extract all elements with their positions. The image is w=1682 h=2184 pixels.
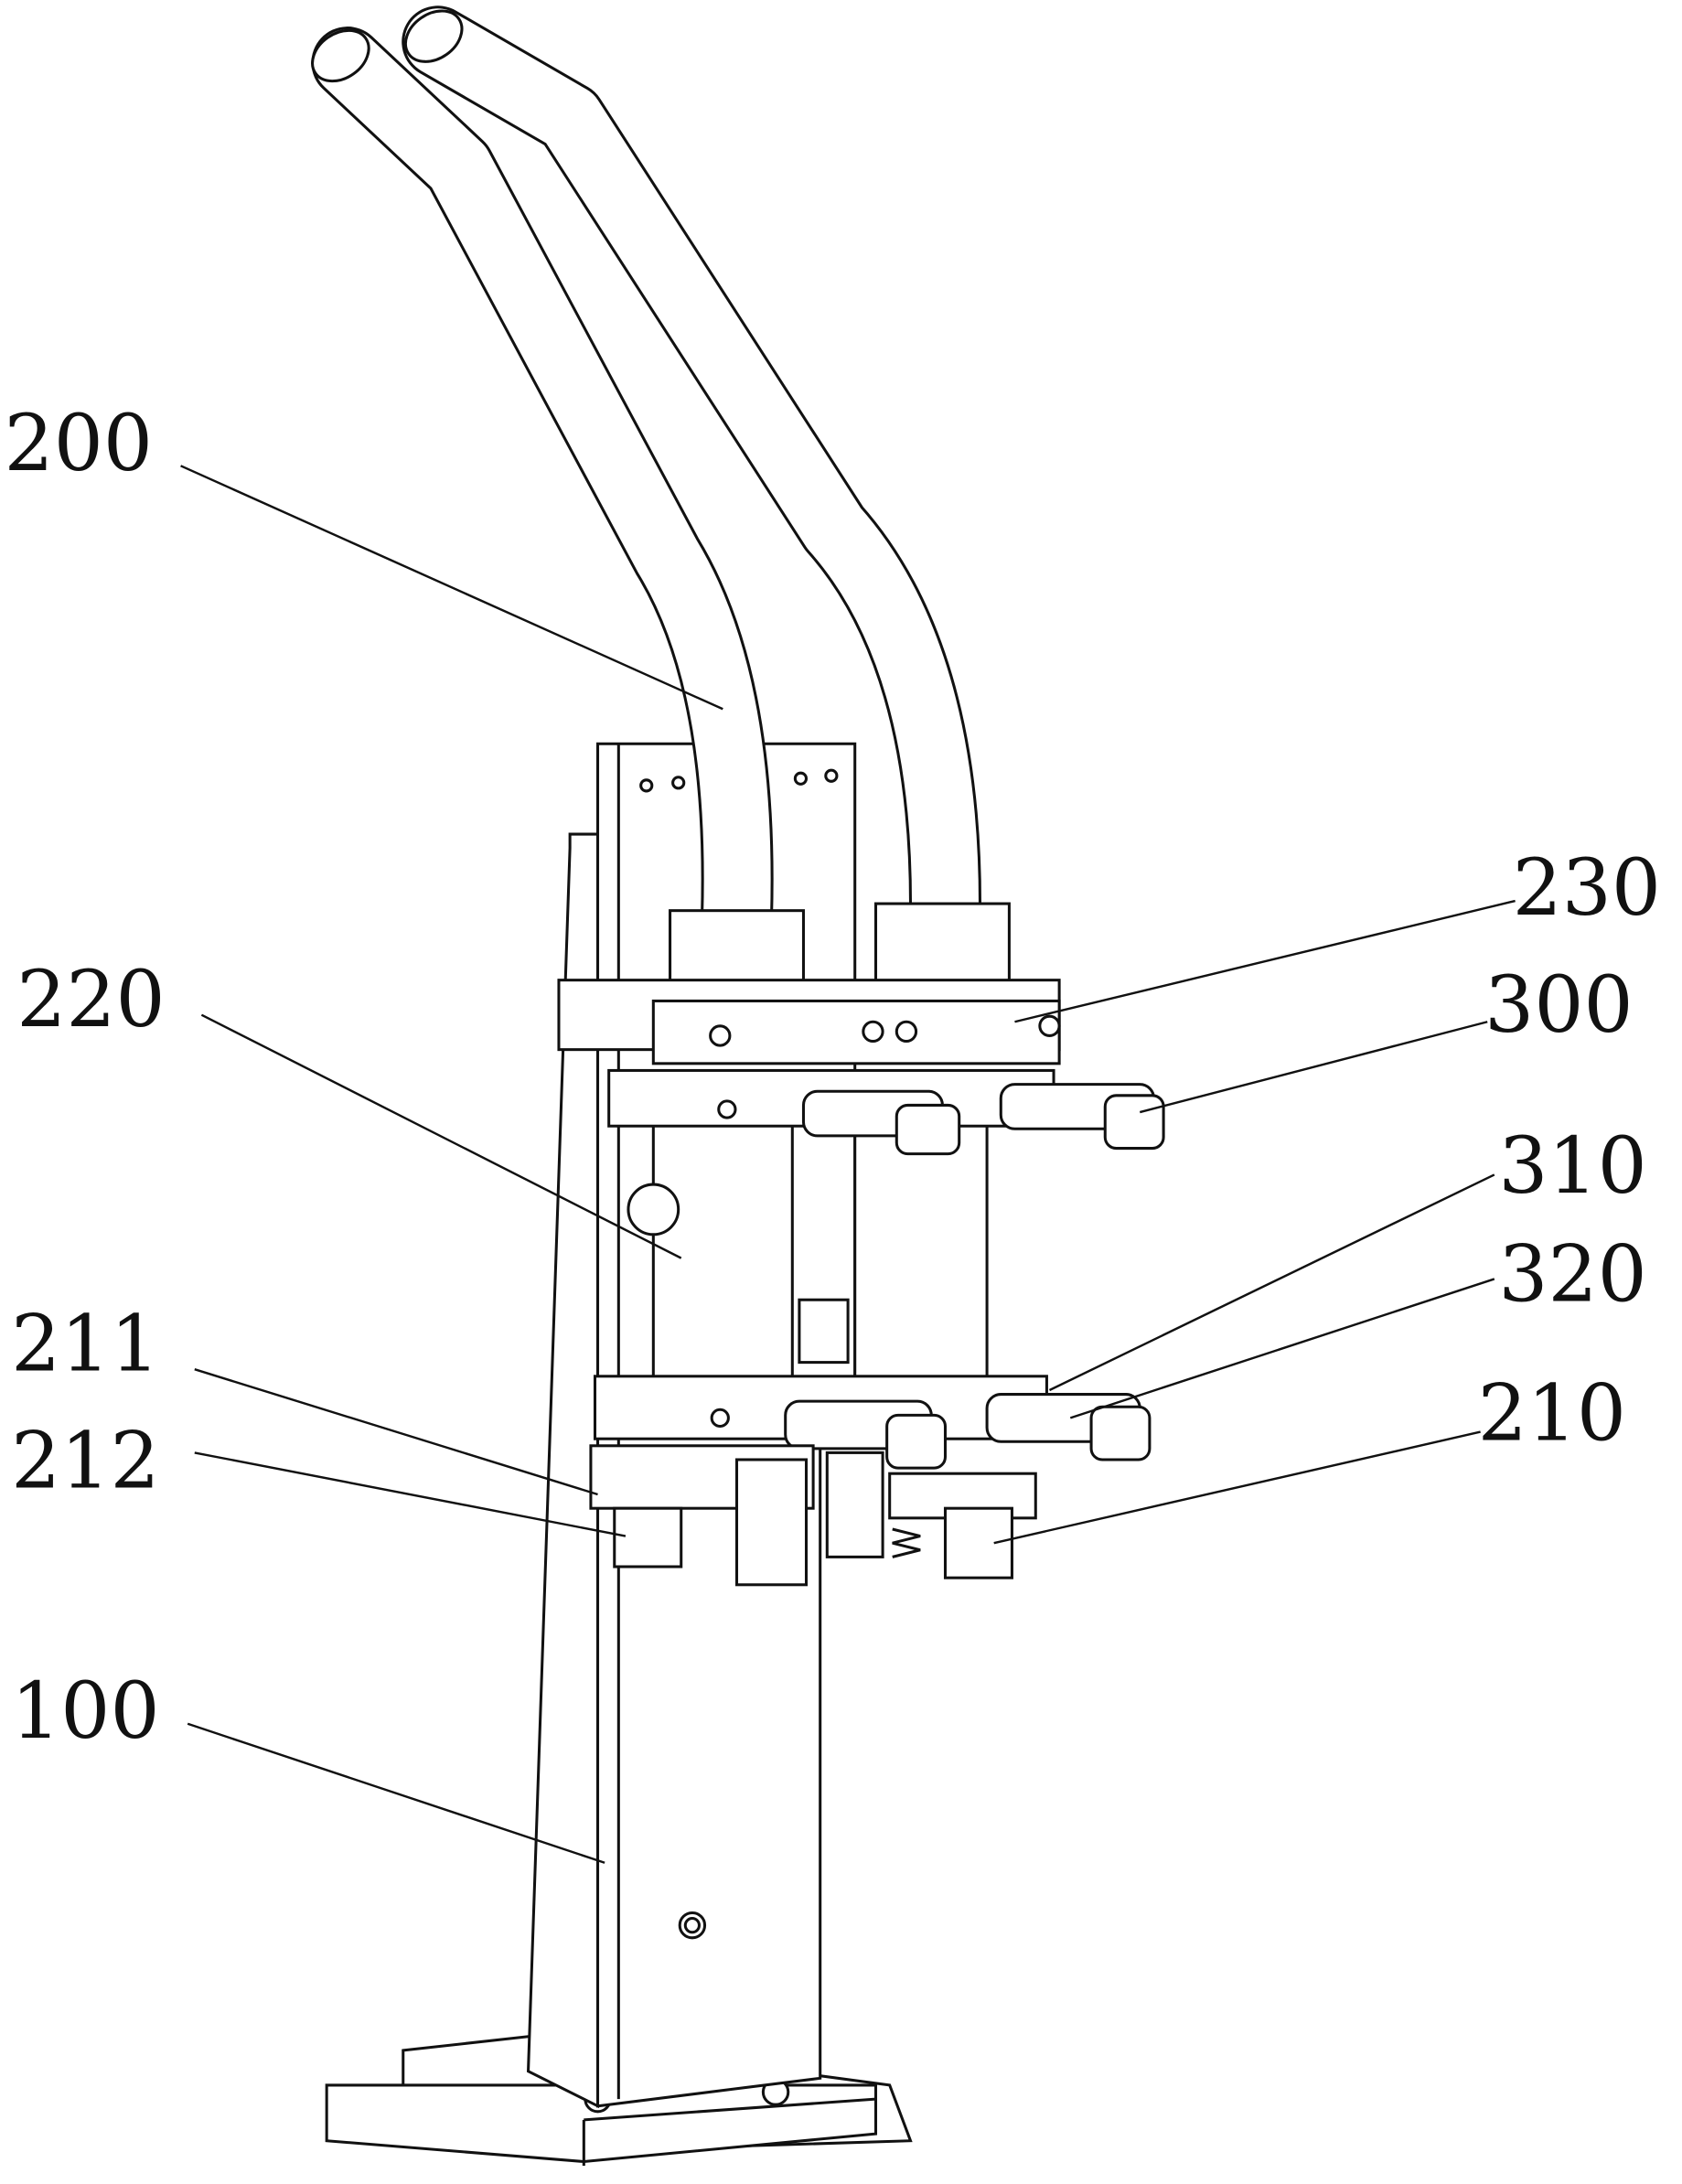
label-210: 210 [1478,1369,1626,1460]
label-200: 200 [5,399,153,489]
label-320: 320 [1498,1230,1646,1321]
clamp-block-230 [557,979,1061,1065]
label-100: 100 [11,1666,159,1757]
pipes-200 [311,5,1011,996]
leader-lines [180,465,1516,1864]
label-300: 300 [1484,960,1633,1051]
label-220: 220 [16,955,165,1045]
upper-fittings-300 [607,1068,1165,1156]
label-211: 211 [11,1300,159,1390]
label-230: 230 [1513,843,1661,934]
grippers-210-211-212 [589,1444,1037,1587]
lower-fittings-310-320 [593,1375,1152,1470]
label-310: 310 [1498,1121,1646,1212]
label-212: 212 [11,1416,159,1506]
